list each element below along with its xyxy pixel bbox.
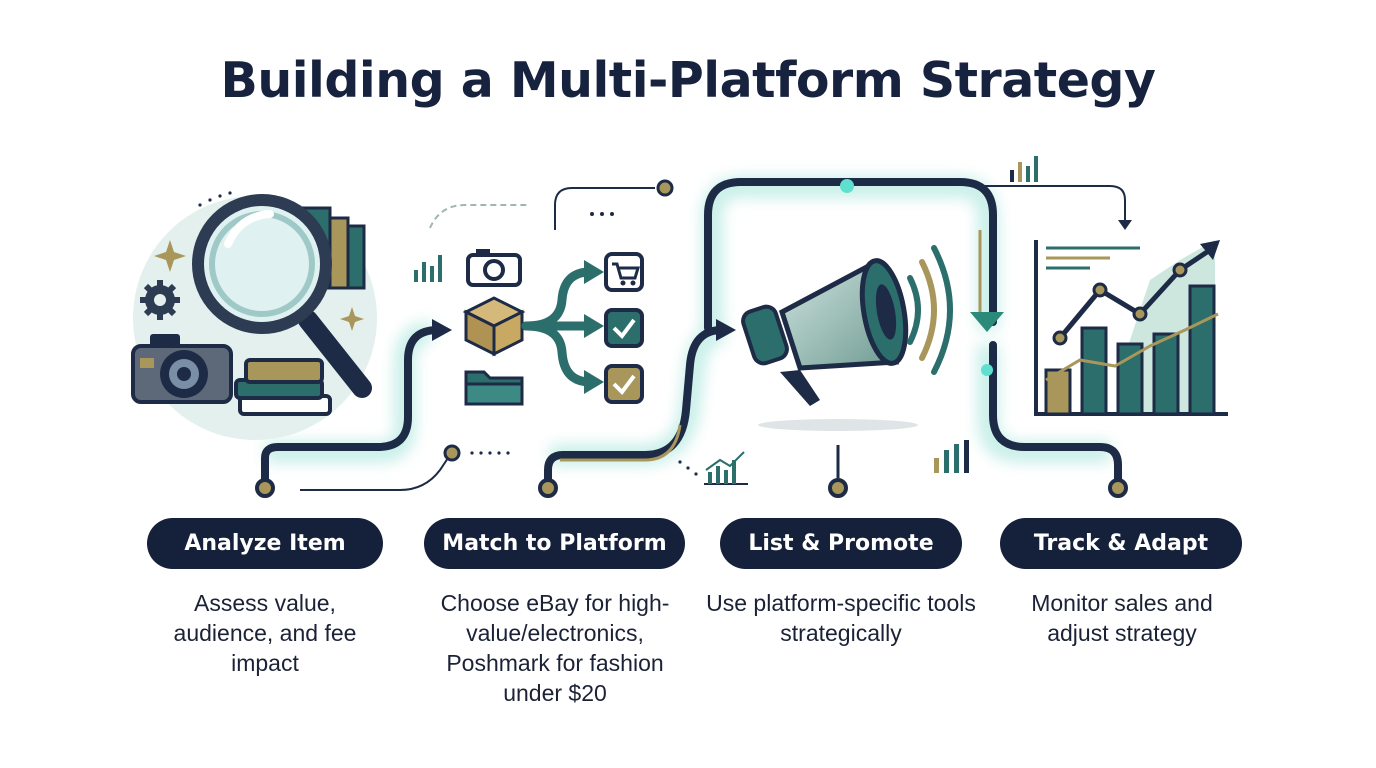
match-illustration [414,249,644,406]
gold-accent-lines [560,230,982,462]
camera-icon [131,334,233,404]
step-3-description: Use platform-specific tools strategicall… [706,590,976,646]
step-nodes [255,478,1128,498]
step-1-pill: Analyze Item [147,518,383,569]
camera-icon [466,249,522,287]
megaphone-icon [741,258,909,406]
sparkle-icon [340,307,364,331]
glow-dot [840,179,854,193]
step-4-description: Monitor sales and adjust strategy [1031,590,1213,646]
step-3-pill: List & Promote [720,518,962,569]
step-4-pill: Track & Adapt [1000,518,1242,569]
page-title: Building a Multi-Platform Strategy [220,52,1156,109]
trend-arrow-icon [1052,240,1220,346]
gear-icon [140,280,180,320]
promote-illustration [704,245,969,485]
bar-chart-icon [1044,284,1216,416]
trend-arrow-icon [704,451,748,485]
flow-path-4 [989,341,1122,484]
books-icon [234,358,332,416]
step-2-description: Choose eBay for high-value/electronics, … [440,590,670,706]
box-icon [462,296,526,357]
connector-lines [300,185,1126,491]
dotted-accents [198,191,698,476]
arrow-head-3 [970,312,1004,332]
check-icon [604,364,644,404]
track-illustration [1010,156,1228,416]
arrow-head-1 [432,319,452,341]
bar-chart-icon [414,255,442,282]
arrow-head-2 [716,319,736,341]
folder-icon [464,370,524,406]
sound-wave-icon [907,245,953,375]
check-icon [604,308,644,348]
glow-dot [981,364,993,376]
flow-path-1 [261,326,442,484]
analyze-illustration [131,194,377,440]
sparkle-icon [154,240,186,272]
bar-chart-icon [934,440,969,473]
bar-chart-icon [1010,156,1038,182]
cart-icon [604,252,644,292]
step-1-description: Assess value, audience, and fee impact [173,590,357,676]
magnifier-icon [192,194,372,398]
branch-arrows [521,267,595,387]
step-2-pill: Match to Platform [424,518,685,569]
chart-legend-lines [1046,246,1140,270]
